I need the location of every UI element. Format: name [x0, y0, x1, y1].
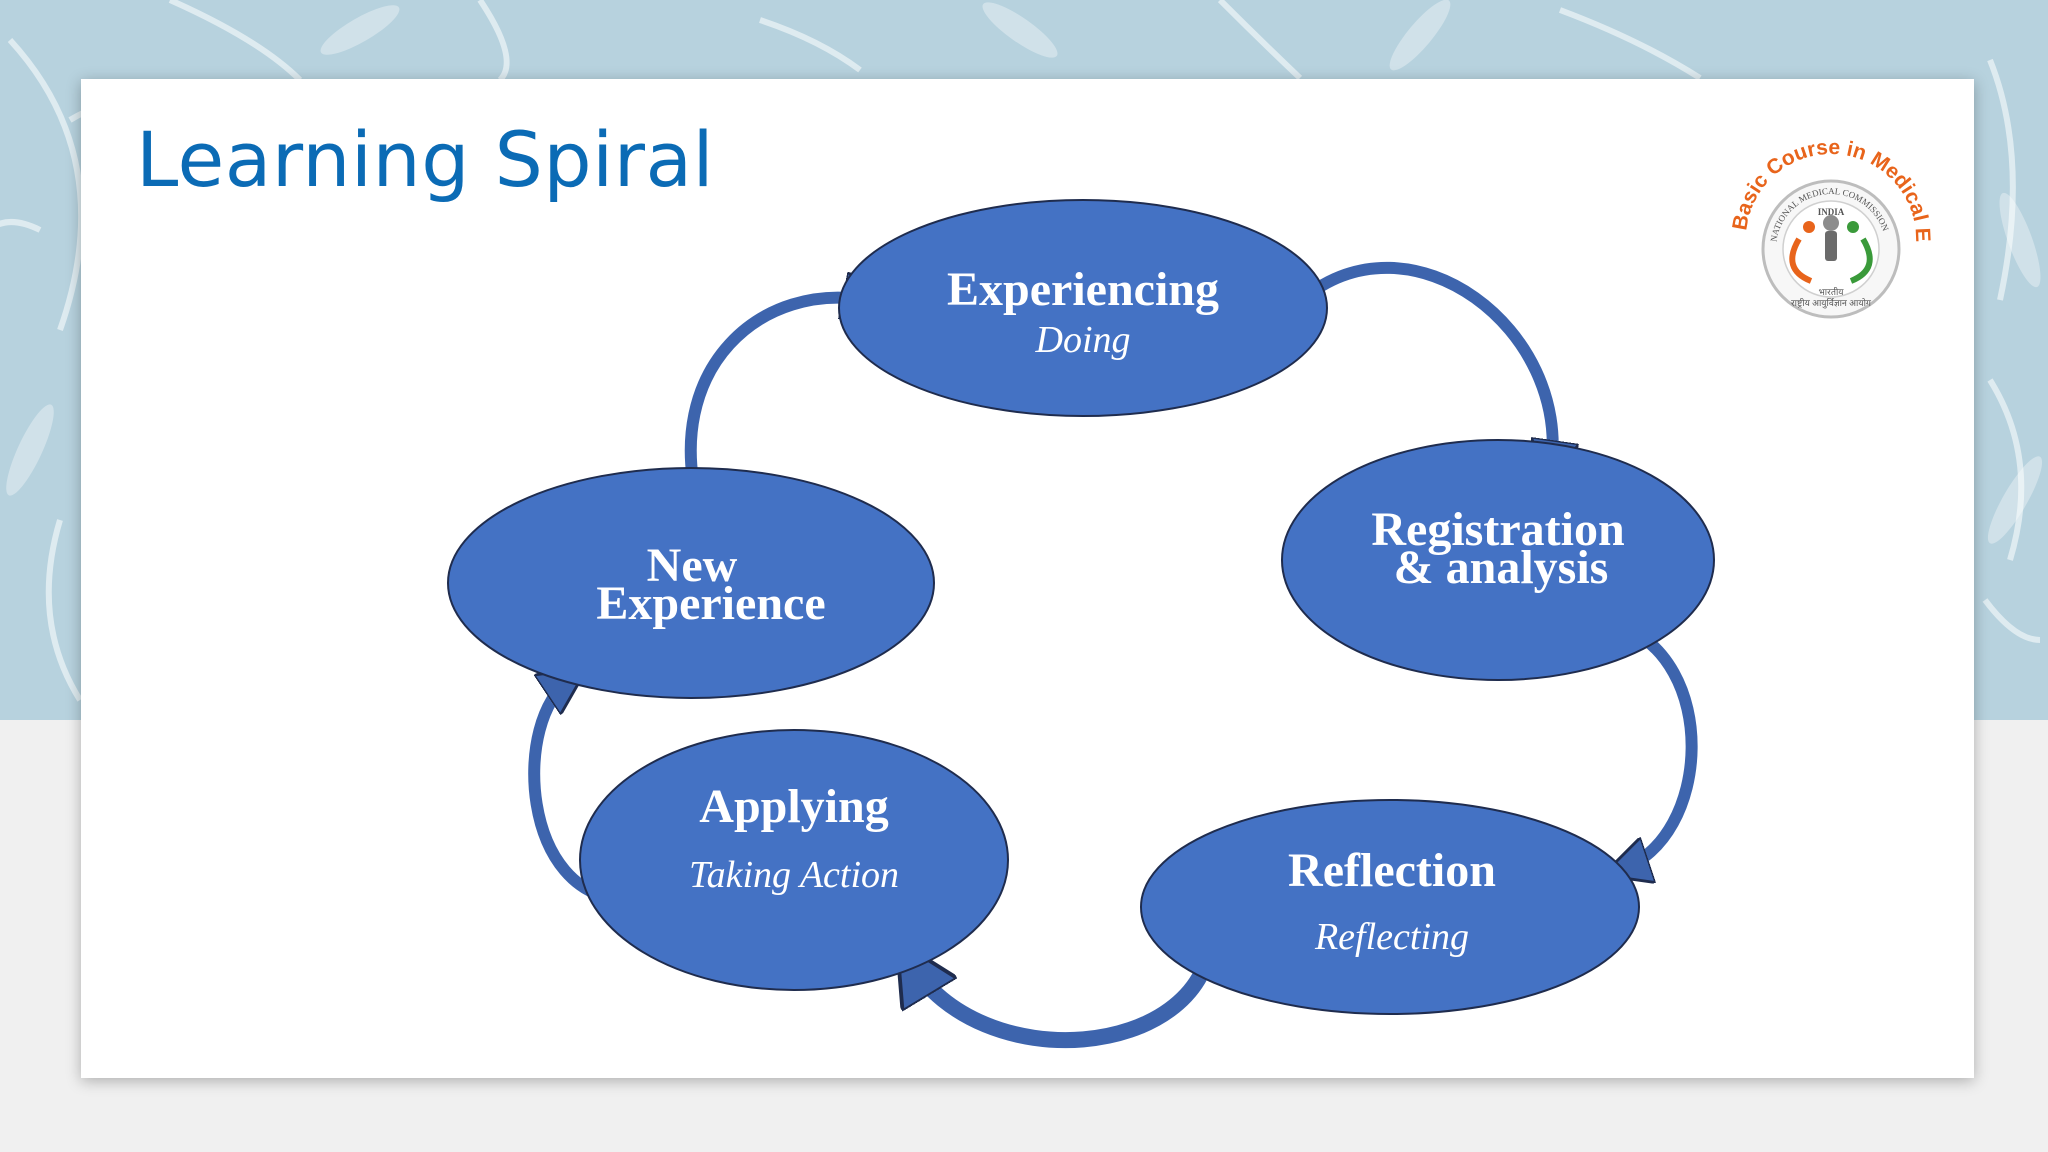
arrow-reflection-to-applying: [910, 939, 1219, 1049]
arrow-experiencing-to-registration: [1299, 261, 1553, 469]
learning-spiral-diagram: Experiencing Doing Registration & analys…: [447, 199, 1715, 1049]
slide: Learning Spiral Experiencing Doing Regis…: [81, 79, 1974, 1078]
node-applying-title: Applying: [699, 780, 888, 833]
arrow-new-experience-to-experiencing: [684, 298, 871, 511]
node-experiencing-title: Experiencing: [947, 263, 1219, 316]
node-new-experience-title-line-2: Experience: [596, 577, 825, 630]
logo-hindi-line-1: भारतीय: [1818, 286, 1844, 297]
node-registration: Registration & analysis: [1281, 439, 1715, 681]
diagram-arrows: [528, 261, 1698, 1049]
logo-orange-figure: [1789, 237, 1813, 284]
leaf-pattern: [0, 0, 2043, 702]
node-registration-title-line-1: Registration: [1371, 503, 1624, 556]
node-reflection: Reflection Reflecting: [1140, 799, 1640, 1015]
logo-green-figure: [1849, 237, 1873, 284]
node-new-experience: New Experience: [447, 467, 935, 699]
node-reflection-title: Reflection: [1288, 844, 1496, 897]
logo-hindi-line-2: राष्ट्रीय आयुर्विज्ञान आयोग: [1791, 297, 1872, 309]
slide-title: Learning Spiral: [136, 115, 715, 204]
node-reflection-subtitle: Reflecting: [1314, 916, 1469, 958]
logo-emblem: [1825, 231, 1837, 261]
node-applying-subtitle: Taking Action: [689, 854, 899, 896]
node-experiencing: Experiencing Doing: [838, 199, 1328, 417]
node-new-experience-title-line-1: New: [647, 539, 738, 592]
arrow-registration-to-reflection: [1616, 618, 1698, 869]
node-applying: Applying Taking Action: [579, 729, 1009, 991]
node-experiencing-subtitle: Doing: [1035, 319, 1131, 361]
nmc-course-logo: Basic Course in Medical Education NATION…: [1701, 99, 1934, 319]
logo-country: INDIA: [1818, 207, 1845, 217]
node-registration-title-line-2: & analysis: [1394, 541, 1609, 594]
